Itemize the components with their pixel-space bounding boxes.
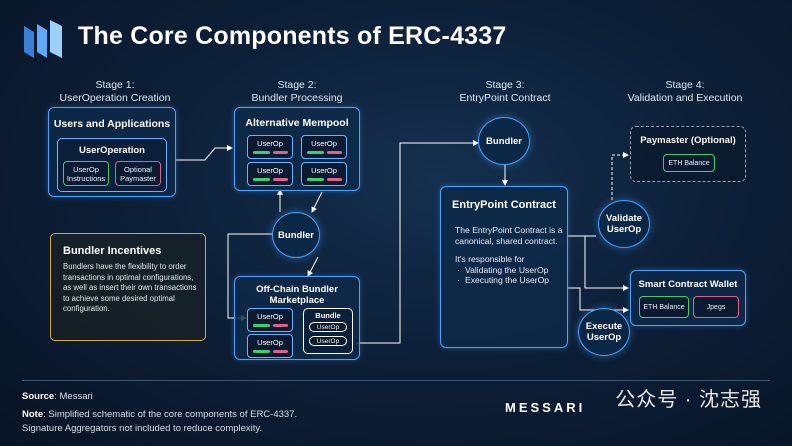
wechat-watermark: 公众号 · 沈志强 — [615, 389, 762, 411]
bundle-userop-2: UserOp — [309, 336, 347, 346]
bundler-incentives-box: Bundler Incentives Bundlers have the fle… — [50, 233, 206, 341]
smart-contract-wallet-box: Smart Contract Wallet ETH Balance Jpegs — [630, 270, 746, 326]
arrow-execute-to-wallet — [568, 287, 629, 313]
stage-1-label: Stage 1:UserOperation Creation — [59, 79, 171, 104]
mempool-userop-4: UserOp — [301, 162, 347, 186]
mempool-title: Alternative Mempool — [245, 117, 349, 129]
bundler-node-middle: Bundler — [272, 212, 320, 258]
messari-wordmark: MESSARI — [505, 400, 586, 415]
arrow-validate-to-paymaster — [611, 152, 629, 200]
entrypoint-contract-box: EntryPoint Contract The EntryPoint Contr… — [440, 186, 568, 348]
alternative-mempool-box: Alternative Mempool UserOp UserOp UserOp… — [234, 107, 360, 191]
footer-note: Note: Simplified schematic of the core c… — [22, 409, 298, 420]
mempool-userop-2: UserOp — [301, 135, 347, 159]
paymaster-box: Paymaster (Optional) ETH Balance — [630, 126, 746, 182]
stage-2-label: Stage 2:Bundler Processing — [251, 79, 343, 104]
messari-logo-icon — [24, 20, 62, 58]
footer-note-line2: Signature Aggregators not included to re… — [22, 423, 263, 434]
bundle-title: Bundle — [315, 311, 341, 320]
entrypoint-title: EntryPoint Contract — [452, 199, 556, 211]
users-box-title: Users and Applications — [53, 118, 171, 130]
users-applications-box: Users and Applications UserOperation Use… — [48, 107, 176, 197]
entrypoint-description: The EntryPoint Contract is a canonical, … — [455, 225, 565, 286]
page-title: The Core Components of ERC-4337 — [78, 22, 507, 50]
mempool-userop-1: UserOp — [247, 135, 293, 159]
paymaster-title: Paymaster (Optional) — [640, 135, 736, 146]
arrow-validate-to-wallet — [568, 235, 629, 291]
arrow-marketplace-to-bundler — [307, 256, 319, 277]
paymaster-eth-balance-chip: ETH Balance — [663, 154, 715, 172]
marketplace-userop-2: UserOp — [247, 334, 293, 358]
footer-source: Source: Messari — [22, 391, 93, 402]
entrypoint-item-validate: Validating the UserOp — [455, 265, 565, 276]
wallet-title: Smart Contract Wallet — [638, 279, 738, 290]
arrow-userop-to-mempool — [176, 145, 233, 161]
arrow-bundle-to-bundler — [356, 140, 479, 344]
stage-4-label: Stage 4:Validation and Execution — [627, 79, 743, 104]
marketplace-userop-1: UserOp — [247, 308, 293, 332]
useroperation-title: UserOperation — [79, 145, 145, 156]
arrow-mempool-to-bundler — [311, 191, 323, 213]
bundle-userop-1: UserOp — [309, 322, 347, 332]
incentives-body: Bundlers have the flexibility to order t… — [63, 262, 197, 314]
entrypoint-item-execute: Executing the UserOp — [455, 275, 565, 286]
stage-3-label: Stage 3:EntryPoint Contract — [459, 79, 551, 104]
footer-divider — [22, 380, 770, 381]
mempool-userop-3: UserOp — [247, 162, 293, 186]
wallet-jpegs-chip: Jpegs — [693, 296, 739, 318]
bundler-node-top: Bundler — [478, 117, 530, 165]
wallet-eth-balance-chip: ETH Balance — [639, 296, 689, 318]
bundle-box: Bundle UserOp UserOp — [303, 308, 353, 354]
incentives-title: Bundler Incentives — [63, 245, 162, 257]
